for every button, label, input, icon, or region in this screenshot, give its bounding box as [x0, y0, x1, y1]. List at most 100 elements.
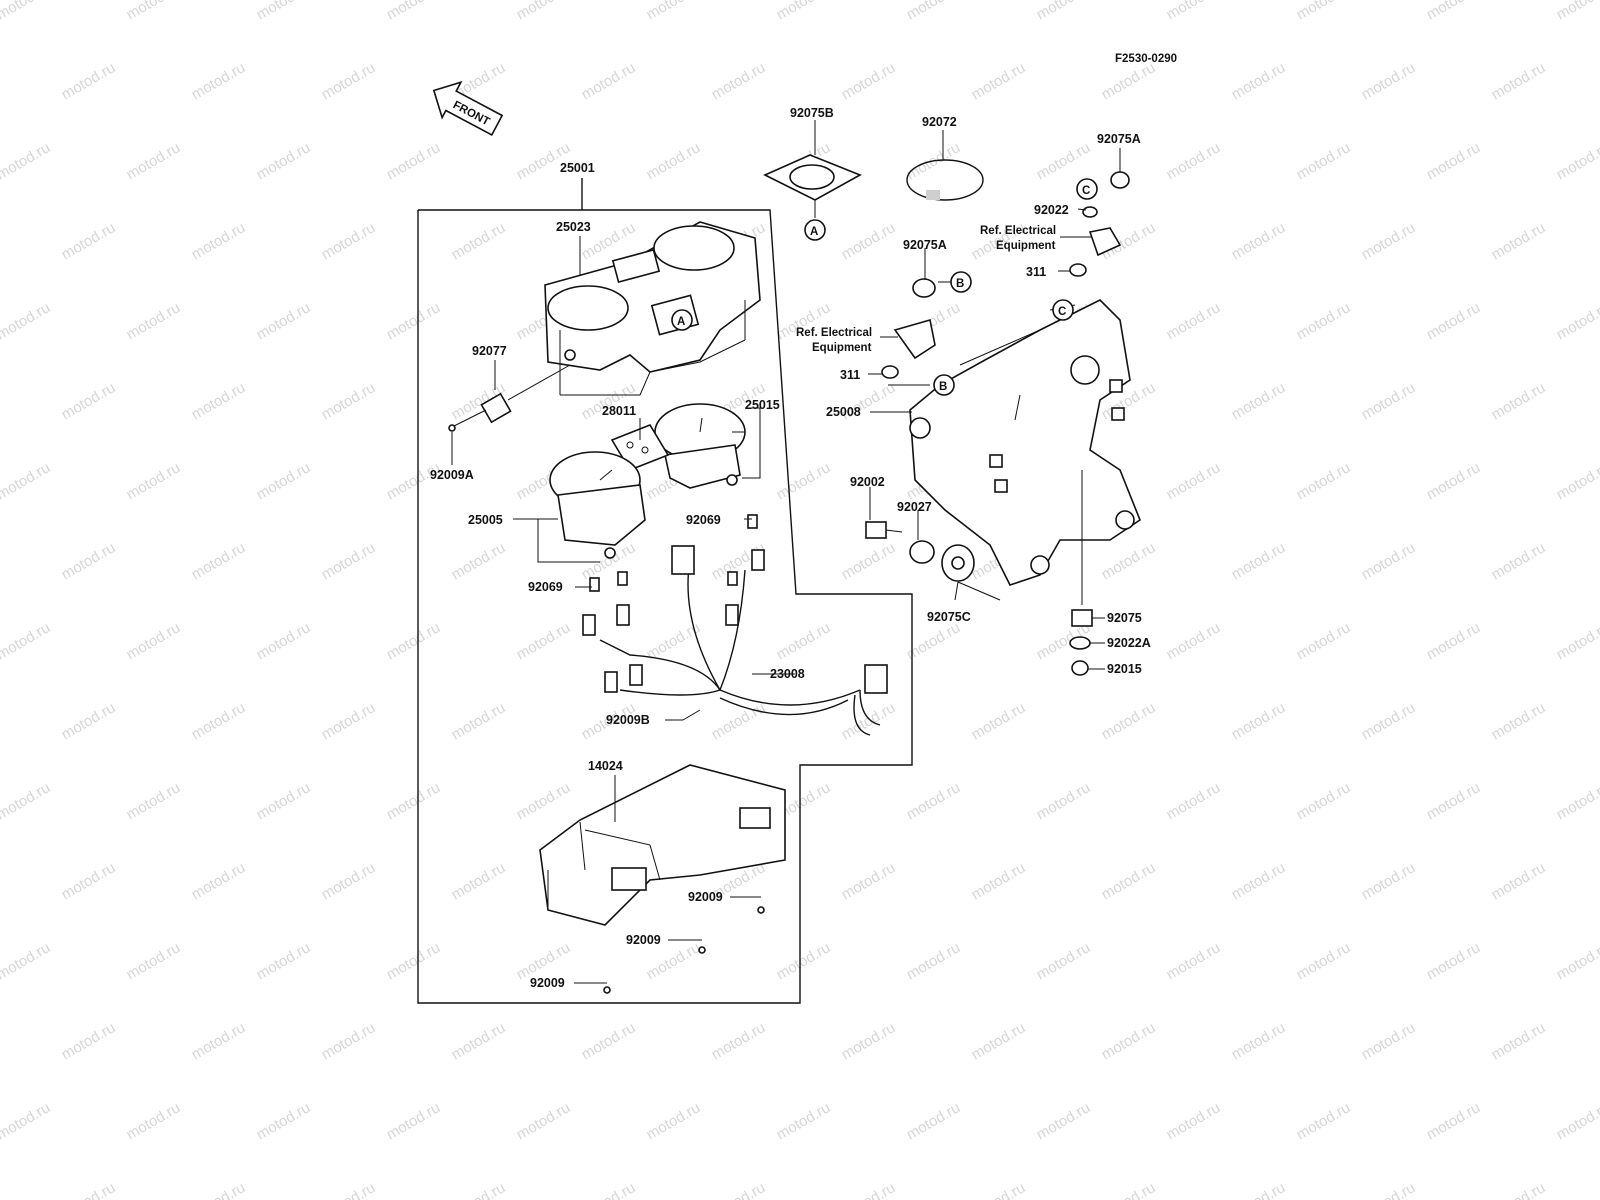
- watermark-text: motod.ru: [1554, 0, 1600, 23]
- watermark-text: motod.ru: [384, 139, 444, 183]
- watermark-text: motod.ru: [124, 0, 184, 23]
- watermark-text: motod.ru: [839, 699, 899, 743]
- label-92009b: 92009B: [606, 713, 650, 727]
- watermark-text: motod.ru: [1164, 459, 1224, 503]
- watermark-text: motod.ru: [124, 939, 184, 983]
- watermark-text: motod.ru: [1229, 59, 1289, 103]
- label-92009-2: 92009: [626, 933, 661, 947]
- watermark-text: motod.ru: [1554, 939, 1600, 983]
- watermark-text: motod.ru: [1489, 539, 1549, 583]
- watermark-text: motod.ru: [59, 539, 119, 583]
- label-92077: 92077: [472, 344, 507, 358]
- watermark-text: motod.ru: [1554, 299, 1600, 343]
- label-28011: 28011: [602, 404, 636, 418]
- watermark-text: motod.ru: [319, 1019, 379, 1063]
- watermark-text: motod.ru: [1294, 299, 1354, 343]
- label-25023: 25023: [556, 220, 591, 234]
- watermark-text: motod.ru: [449, 539, 509, 583]
- watermark-text: motod.ru: [189, 219, 249, 263]
- label-25005: 25005: [468, 513, 503, 527]
- watermark-text: motod.ru: [254, 299, 314, 343]
- watermark-text: motod.ru: [839, 539, 899, 583]
- label-92069-bottom: 92069: [528, 580, 563, 594]
- watermark-text: motod.ru: [1424, 459, 1484, 503]
- callout-b-bracket: B: [939, 381, 947, 393]
- callout-b-top: B: [956, 278, 964, 290]
- watermark-text: motod.ru: [1424, 939, 1484, 983]
- watermark-text: motod.ru: [904, 1099, 964, 1143]
- mounting-hardware: [865, 171, 1130, 676]
- watermark-text: motod.ru: [1034, 139, 1094, 183]
- label-92009-1: 92009: [688, 890, 723, 904]
- watermark-text: motod.ru: [839, 219, 899, 263]
- part-labels: 25001 25023 92077 92009A 28011 25015 250…: [430, 106, 1151, 990]
- watermark-text: motod.ru: [579, 539, 639, 583]
- callout-markers: A A B B C C: [671, 178, 1098, 396]
- watermark-text: motod.ru: [319, 699, 379, 743]
- watermark-text: motod.ru: [1294, 1099, 1354, 1143]
- watermark-text: motod.ru: [1164, 0, 1224, 23]
- wiring-harness: [599, 545, 888, 736]
- watermark-text: motod.ru: [1489, 1179, 1549, 1200]
- watermark-text: motod.ru: [189, 59, 249, 103]
- watermark-text: motod.ru: [839, 1019, 899, 1063]
- watermark-text: motod.ru: [1229, 859, 1289, 903]
- watermark-text: motod.ru: [1359, 219, 1419, 263]
- watermark-text: motod.ru: [59, 59, 119, 103]
- watermark-text: motod.ru: [1359, 859, 1419, 903]
- watermark-text: motod.ru: [579, 1179, 639, 1200]
- watermark-text: motod.ru: [1359, 379, 1419, 423]
- watermark-text: motod.ru: [1489, 219, 1549, 263]
- watermark-text: motod.ru: [1294, 619, 1354, 663]
- watermark-text: motod.ru: [449, 859, 509, 903]
- watermark-text: motod.ru: [1554, 619, 1600, 663]
- watermark-text: motod.ru: [189, 1019, 249, 1063]
- watermark-text: motod.ru: [59, 1019, 119, 1063]
- watermark-text: motod.ru: [1034, 779, 1094, 823]
- watermark-text: motod.ru: [319, 379, 379, 423]
- watermark-text: motod.ru: [1164, 1099, 1224, 1143]
- watermark-text: motod.ru: [1489, 699, 1549, 743]
- watermark-text: motod.ru: [254, 1099, 314, 1143]
- watermark-text: motod.ru: [1099, 59, 1159, 103]
- watermark-text: motod.ru: [254, 0, 314, 23]
- watermark-text: motod.ru: [124, 619, 184, 663]
- watermark-text: motod.ru: [1229, 1179, 1289, 1200]
- watermark-text: motod.ru: [319, 539, 379, 583]
- watermark-text: motod.ru: [189, 1179, 249, 1200]
- watermark-text: motod.ru: [1359, 1179, 1419, 1200]
- watermark-text: motod.ru: [1359, 59, 1419, 103]
- watermark-text: motod.ru: [449, 1179, 509, 1200]
- watermark-text: motod.ru: [384, 0, 444, 23]
- label-92027: 92027: [897, 500, 932, 514]
- watermark-text: motod.ru: [1229, 379, 1289, 423]
- watermark-text: motod.ru: [124, 299, 184, 343]
- watermark-text: motod.ru: [254, 459, 314, 503]
- watermark-text: motod.ru: [839, 859, 899, 903]
- tachometer-unit: [654, 403, 746, 489]
- front-arrow-icon: FRONT: [432, 80, 504, 136]
- watermark-text: motod.ru: [1229, 219, 1289, 263]
- label-25008: 25008: [826, 405, 861, 419]
- watermark-text: motod.ru: [384, 619, 444, 663]
- ref-electrical-top-line1: Ref. Electrical: [980, 225, 1056, 237]
- watermark-text: motod.ru: [1424, 1099, 1484, 1143]
- watermark-text: motod.ru: [839, 59, 899, 103]
- watermark-text: motod.ru: [384, 299, 444, 343]
- watermark-text: motod.ru: [709, 1019, 769, 1063]
- watermark-text: motod.ru: [1099, 859, 1159, 903]
- watermark-text: motod.ru: [59, 1179, 119, 1200]
- watermark-text: motod.ru: [0, 619, 53, 663]
- watermark-text: motod.ru: [839, 1179, 899, 1200]
- watermark-text: motod.ru: [0, 459, 53, 503]
- watermark-text: motod.ru: [254, 139, 314, 183]
- band-92072: [906, 159, 984, 201]
- ref-electrical-mid-line1: Ref. Electrical: [796, 327, 872, 339]
- watermark-text: motod.ru: [904, 939, 964, 983]
- watermark-text: motod.ru: [1359, 539, 1419, 583]
- watermark-text: motod.ru: [384, 939, 444, 983]
- watermark-text: motod.ru: [644, 0, 704, 23]
- watermark-text: motod.ru: [969, 1019, 1029, 1063]
- watermark-text: motod.ru: [1489, 859, 1549, 903]
- label-311-top: 311: [1026, 265, 1046, 279]
